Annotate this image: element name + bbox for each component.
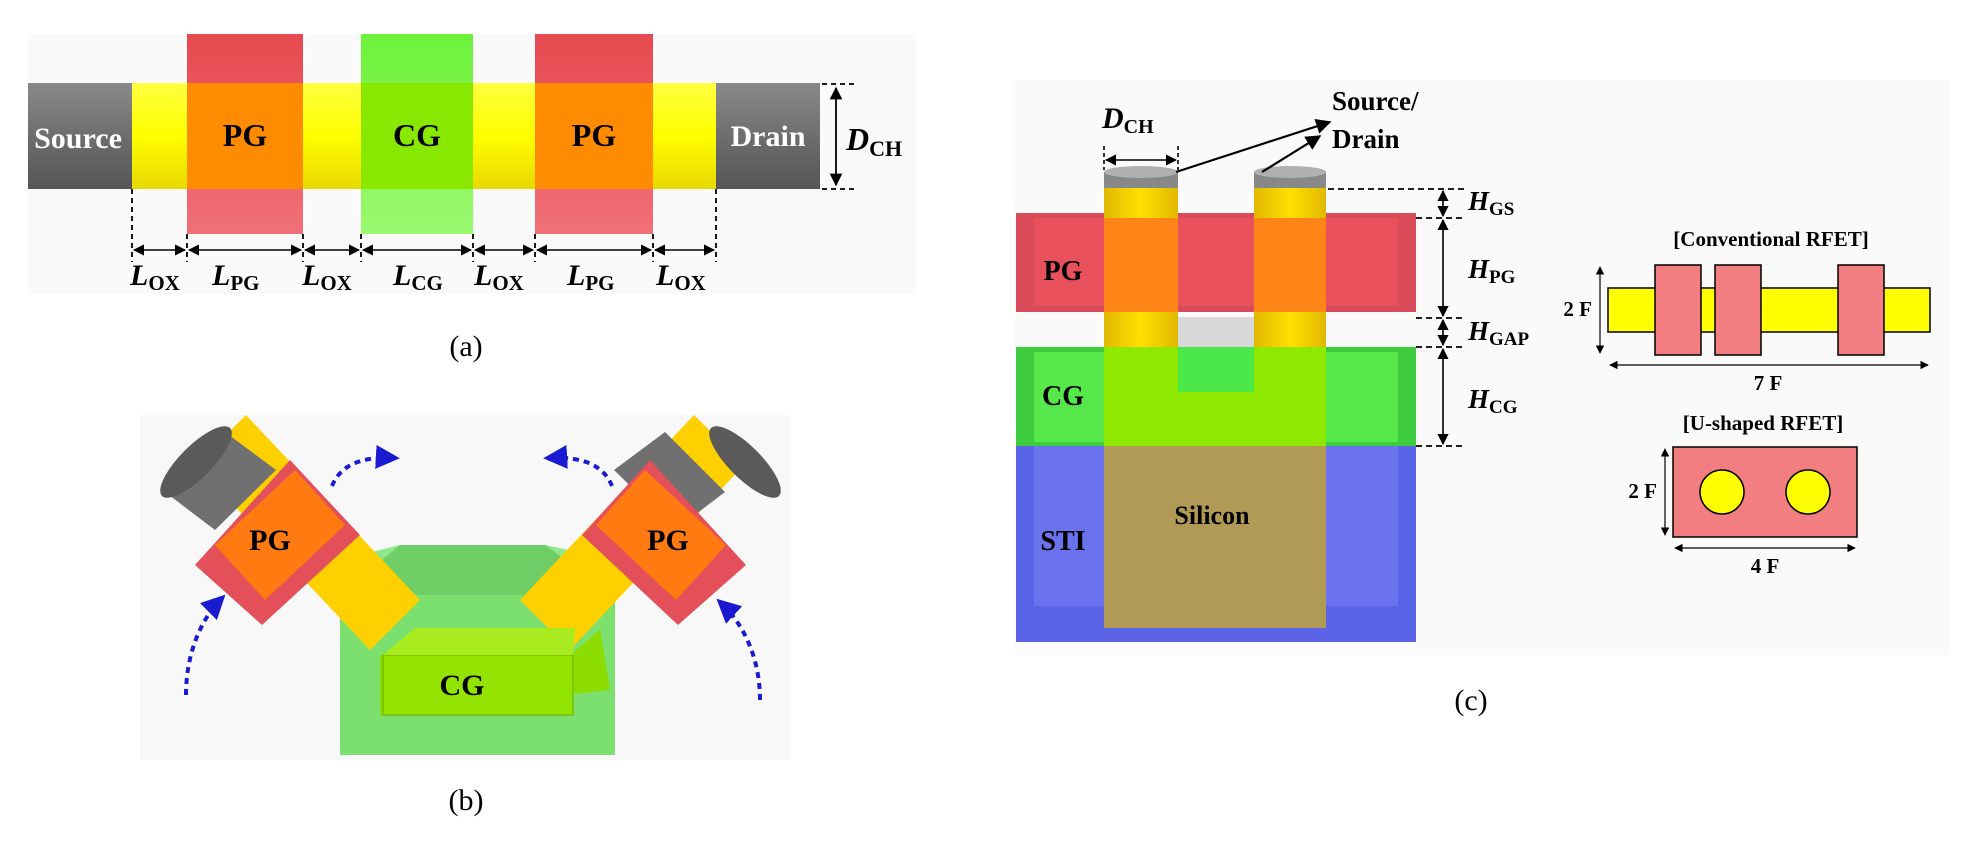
current-flow-arrows — [184, 444, 762, 701]
right-pg-overlap — [596, 470, 726, 600]
ushaped-width: 4 F — [1751, 554, 1780, 578]
silicon-body — [1104, 446, 1326, 628]
left-pillar-pg-overlap — [1104, 218, 1178, 312]
length-guides — [131, 189, 717, 262]
pg-block-c-inner — [1034, 218, 1398, 306]
length-labels: LOX LPG LOX LCG LOX LPG LOX — [129, 259, 706, 295]
pg-left-label: PG — [223, 117, 268, 153]
ushaped-footprint: [U-shaped RFET] 2 F 4 F — [1628, 411, 1858, 578]
gap-region — [1176, 317, 1256, 347]
cg-label-c: CG — [1042, 381, 1084, 412]
ushaped-title: [U-shaped RFET] — [1683, 411, 1843, 435]
pg-label-c: PG — [1044, 256, 1083, 287]
pg-left-label-b: PG — [249, 524, 291, 557]
conventional-gate-2 — [1714, 264, 1762, 356]
cg-inner-top — [383, 628, 575, 655]
panel-c: PG CG STI Silicon DCH Source/ Drain — [1015, 80, 1950, 717]
flow-arrow-top-right — [543, 444, 614, 487]
lox-label-4: LOX — [655, 259, 706, 295]
caption-a: (a) — [449, 330, 482, 363]
source-region — [28, 83, 132, 189]
conventional-gate-1 — [1654, 264, 1702, 356]
cg-overlap — [361, 83, 473, 189]
conventional-gate-3 — [1837, 264, 1885, 356]
lpg-label-2: LPG — [566, 259, 615, 295]
caption-c: (c) — [1454, 684, 1487, 717]
caption-b: (b) — [449, 784, 484, 817]
left-contact-end — [160, 426, 232, 498]
left-pg-overlap — [215, 470, 345, 600]
right-pillar-pg-overlap — [1254, 218, 1326, 312]
silicon-label: Silicon — [1174, 501, 1250, 530]
pg-left-overlap — [187, 83, 303, 189]
hgs-label: HGS — [1467, 186, 1514, 220]
cg-u-inner — [1178, 347, 1254, 392]
pg-right-label-b: PG — [647, 524, 689, 557]
flow-arrow-bottom-right — [716, 598, 762, 701]
flow-arrow-bottom-left — [184, 594, 226, 696]
dch-label: DCH — [845, 121, 902, 161]
source-drain-label-2: Drain — [1332, 124, 1400, 154]
ushaped-height: 2 F — [1628, 479, 1657, 503]
conventional-title: [Conventional RFET] — [1673, 227, 1868, 251]
left-pillar-cap — [1104, 166, 1178, 178]
height-guides — [1328, 188, 1466, 447]
lox-label-1: LOX — [129, 259, 180, 295]
hcg-label: HCG — [1467, 384, 1518, 418]
pg-right-overlap — [535, 83, 653, 189]
ushaped-pillar-2 — [1785, 469, 1831, 515]
source-label: Source — [34, 122, 122, 155]
right-pillar-cap — [1254, 166, 1326, 178]
lox-label-2: LOX — [301, 259, 352, 295]
panel-a: Source PG CG PG Drain DCH — [28, 34, 916, 363]
hpg-label: HPG — [1467, 254, 1516, 288]
cg-u-overlap — [1104, 347, 1326, 446]
flow-arrow-top-left — [330, 444, 400, 487]
right-contact — [614, 432, 725, 530]
left-contact — [165, 432, 276, 530]
right-contact-end — [709, 426, 781, 498]
lpg-label-1: LPG — [211, 259, 260, 295]
panel-b: PG PG CG (b) — [140, 415, 790, 817]
source-drain-label-1: Source/ — [1332, 86, 1419, 116]
conventional-height: 2 F — [1563, 297, 1592, 321]
dch-label-c: DCH — [1101, 102, 1154, 138]
pg-right-label: PG — [572, 117, 617, 153]
cg-label-b: CG — [440, 669, 485, 702]
ushaped-pillar-1 — [1699, 469, 1745, 515]
cg-inner-box — [382, 654, 574, 716]
conventional-width: 7 F — [1754, 371, 1783, 395]
dch-dimension — [822, 83, 856, 190]
dch-dimension-c — [1103, 146, 1179, 170]
lcg-label: LCG — [392, 259, 443, 295]
source-drain-pointers — [1175, 118, 1332, 174]
cg-label: CG — [393, 117, 441, 153]
drain-region — [716, 83, 820, 189]
lox-label-3: LOX — [473, 259, 524, 295]
drain-label: Drain — [731, 120, 806, 153]
hgap-label: HGAP — [1467, 316, 1530, 350]
conventional-footprint: [Conventional RFET] 2 F 7 F — [1563, 227, 1931, 395]
sti-label: STI — [1040, 526, 1085, 557]
